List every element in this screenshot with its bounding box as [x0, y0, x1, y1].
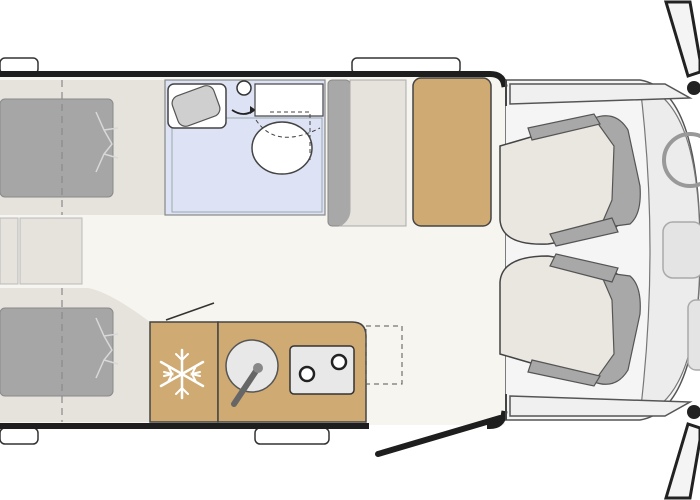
burner-right-icon — [330, 353, 348, 371]
passenger-seat — [499, 253, 641, 387]
toilet-cistern — [254, 83, 324, 117]
kitchen-counter — [149, 321, 403, 423]
countertop-extension-dashed — [365, 325, 403, 385]
sink-basin-icon — [171, 85, 221, 127]
mirror-bottom — [663, 422, 700, 500]
toilet-icon — [251, 121, 313, 175]
mattress-top — [0, 98, 114, 198]
mirror-bottom-mount — [687, 405, 700, 419]
snowflake-icon — [159, 348, 205, 400]
cab-area — [504, 0, 700, 500]
wardrobe-strip — [327, 79, 351, 227]
bed-step-left — [0, 217, 19, 285]
window-bottom-mid — [254, 427, 330, 445]
mattress-bottom — [0, 307, 114, 397]
dash-panel-upper — [662, 221, 700, 279]
dash-panel-lower — [687, 299, 700, 371]
entry-door — [375, 415, 503, 457]
bed-step-right — [19, 217, 83, 285]
mirror-top-mount — [687, 81, 700, 95]
mirror-top — [663, 0, 700, 78]
dining-table — [412, 77, 492, 227]
bathroom — [164, 79, 326, 216]
cab-door-top — [509, 83, 693, 105]
sink-tap-icon — [236, 80, 252, 96]
driver-armrest-bottom — [549, 217, 619, 247]
sink-icon — [225, 339, 279, 393]
door-hinge-line — [165, 302, 215, 321]
outer-walls — [0, 71, 508, 430]
tap-spout — [231, 365, 261, 407]
passenger-armrest-bottom — [527, 359, 601, 387]
bench-seat — [338, 79, 407, 227]
two-burner-hob-icon — [289, 345, 355, 395]
window-bottom-left — [0, 427, 39, 445]
burner-left-icon — [298, 365, 316, 383]
driver-armrest-top — [527, 113, 601, 141]
cab-door-bottom — [509, 395, 693, 417]
steering-wheel-icon — [662, 132, 700, 188]
rear-bed-top — [0, 80, 165, 215]
driver-seat — [499, 113, 641, 247]
passenger-armrest-top — [549, 253, 619, 283]
driver-seat-back — [593, 115, 641, 229]
rear-bed-bottom — [0, 288, 150, 422]
